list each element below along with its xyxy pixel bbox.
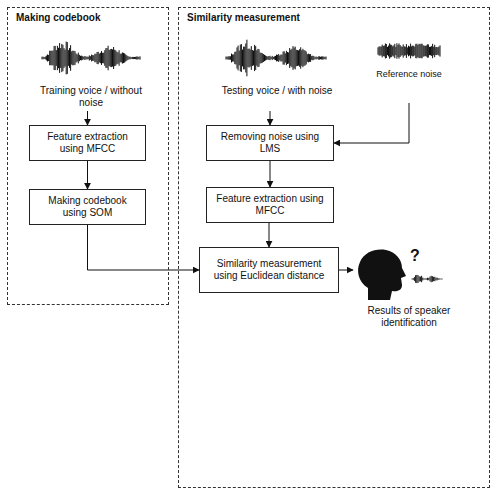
caption: Training voice / without noise [31,85,151,109]
question-mark: ? [410,248,420,264]
box-label: Feature extraction using MFCC [35,131,140,155]
group-title: Similarity measurement [185,12,302,24]
flow-arrow [334,103,409,143]
caption: Results of speaker identification [353,305,465,329]
process-box: Feature extraction using MFCC [206,187,334,223]
caption: Testing voice / with noise [213,85,341,97]
group-region: Similarity measurementTesting voice / wi… [178,7,490,488]
flow-arrow [339,270,353,271]
flow-arrow [270,161,271,187]
box-label: Feature extraction using MFCC [212,193,328,217]
flow-arrow [269,223,270,247]
group-region: Making codebookTraining voice / without … [7,7,169,305]
process-box: Removing noise using LMS [206,125,334,161]
process-box: Making codebook using SOM [29,189,146,225]
process-box: Similarity measurement using Euclidean d… [199,247,339,293]
flow-arrow [88,225,200,270]
caption: Reference noise [373,69,445,80]
process-box: Feature extraction using MFCC [29,125,146,161]
box-label: Removing noise using LMS [212,131,328,155]
flow-arrow [270,111,271,125]
voice-waveform: Testing voice / with noise [213,33,341,111]
box-label: Making codebook using SOM [35,195,140,219]
flow-arrow [87,161,88,189]
flow-arrow [87,111,88,125]
box-label: Similarity measurement using Euclidean d… [205,258,333,282]
voice-waveform: Training voice / without noise [31,33,151,111]
noise-waveform: Reference noise [373,33,445,103]
head-icon [358,250,406,301]
group-title: Making codebook [14,12,102,24]
speaker-icon: Results of speaker identification [353,247,465,331]
